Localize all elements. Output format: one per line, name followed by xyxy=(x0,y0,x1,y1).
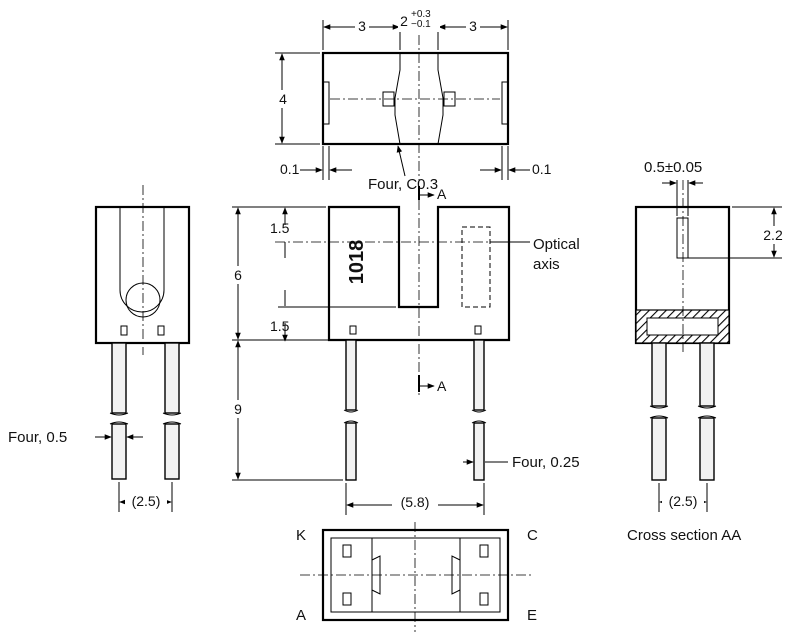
chamfer-note: Four, C0.3 xyxy=(368,176,438,193)
section-lead-left-lower xyxy=(651,417,667,481)
dim-top-right: 3 xyxy=(469,18,477,34)
pin-label-k: K xyxy=(296,527,306,544)
pin-label-a: A xyxy=(296,607,306,624)
front-lead-right-lower xyxy=(473,422,485,481)
side-view-body xyxy=(94,205,191,345)
dim-lead-length: 9 xyxy=(234,401,242,417)
top-view: 3 2 +0.3 −0.1 3 4 0.1 0.1 Four, C0.3 xyxy=(275,9,552,193)
front-view: 1018 A A Optical axis 6 9 1.5 1.5 xyxy=(230,186,580,515)
dim-slot-tol-upper: +0.3 xyxy=(411,9,431,20)
side-lead-left-upper xyxy=(111,342,127,414)
optical-axis-label-line2: axis xyxy=(533,256,560,273)
dim-top-left: 3 xyxy=(358,18,366,34)
section-lead-right-lower xyxy=(699,417,715,481)
optical-axis-label-line1: Optical xyxy=(533,236,580,253)
dim-edge-right: 0.1 xyxy=(532,161,552,177)
dim-lead-pitch-side: (2.5) xyxy=(132,493,161,509)
top-view-slot-right xyxy=(437,53,444,145)
bottom-view: K C A E xyxy=(296,522,538,632)
front-lead-left-upper xyxy=(345,339,357,411)
front-lead-right-upper xyxy=(473,339,485,411)
dim-top-height: 4 xyxy=(279,91,287,107)
section-marker-top: A xyxy=(437,186,447,202)
dim-slot-width: 2 xyxy=(400,13,408,29)
pin-label-e: E xyxy=(527,607,537,624)
lead-width-note: Four, 0.5 xyxy=(8,429,67,446)
dim-edge-left: 0.1 xyxy=(280,161,300,177)
front-lead-left-lower xyxy=(345,422,357,481)
top-view-slot-left xyxy=(394,53,401,145)
bottom-lens-right xyxy=(451,555,461,595)
section-marker-bottom: A xyxy=(437,378,447,394)
section-view-aperture xyxy=(676,217,689,259)
bottom-pad-e xyxy=(479,592,489,606)
body-marking: 1018 xyxy=(346,240,368,285)
section-lead-right-upper xyxy=(699,342,715,407)
bottom-pad-c xyxy=(479,544,489,558)
dim-lead-pitch-section: (2.5) xyxy=(669,493,698,509)
top-view-body xyxy=(321,51,510,146)
dim-aperture: 0.5±0.05 xyxy=(644,159,702,176)
optical-window-hidden xyxy=(461,226,491,308)
side-view: Four, 0.5 (2.5) xyxy=(8,185,191,512)
dim-slot-tol-lower: −0.1 xyxy=(411,19,431,30)
section-view: 0.5±0.05 2.2 (2.5) Cross section AA xyxy=(627,159,788,544)
pin-label-c: C xyxy=(527,527,538,544)
dim-body-height: 6 xyxy=(234,267,242,283)
side-lead-right-lower xyxy=(164,423,180,480)
top-view-tab-left xyxy=(322,81,330,125)
bottom-pad-k xyxy=(342,544,352,558)
dim-axis-height: 2.2 xyxy=(763,227,783,243)
dim-lead-pitch-front: (5.8) xyxy=(401,494,430,510)
bottom-lens-left xyxy=(371,555,381,595)
side-lead-left-lower xyxy=(111,423,127,480)
side-lead-right-upper xyxy=(164,342,180,414)
section-caption: Cross section AA xyxy=(627,527,741,544)
dim-upper-gap: 1.5 xyxy=(270,220,290,236)
top-view-tab-right xyxy=(501,81,509,125)
section-lead-left-upper xyxy=(651,342,667,407)
lead-thickness-note: Four, 0.25 xyxy=(512,454,580,471)
bottom-pad-a xyxy=(342,592,352,606)
dim-lower-gap: 1.5 xyxy=(270,318,290,334)
